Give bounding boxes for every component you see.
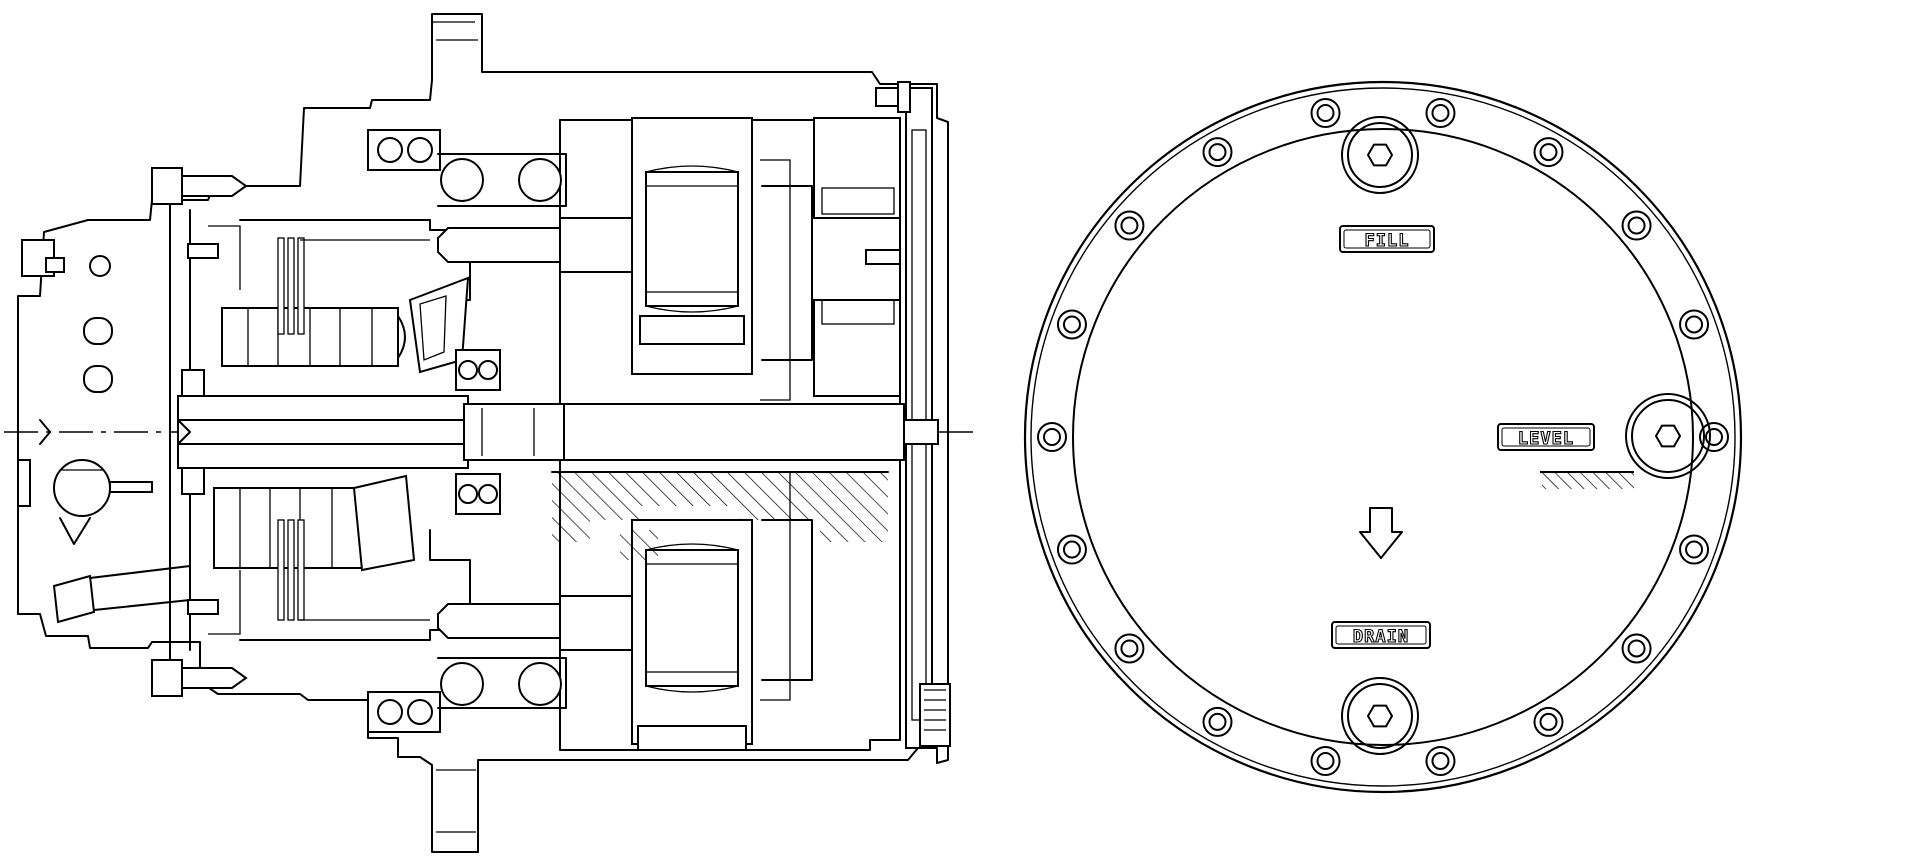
hex-socket-plug-icon [1367, 143, 1393, 167]
bolt-icon [1679, 309, 1710, 340]
bolt-icon [1425, 746, 1456, 777]
bolt-icon [1533, 137, 1564, 168]
second-stage-gears [761, 117, 901, 681]
fill-plug [1341, 116, 1419, 194]
bolt-circle [1037, 97, 1729, 777]
bolt-icon [1533, 706, 1564, 737]
bolt-icon [1056, 309, 1087, 340]
bolt-icon [1056, 534, 1087, 565]
bolt-icon [1699, 422, 1729, 452]
level-label-text: LEVEL [1518, 429, 1574, 449]
bolt-icon [1202, 137, 1233, 168]
main-bearing-bottom [367, 657, 567, 733]
cover-outer-rim-2 [1030, 87, 1736, 787]
bolt-icon [1425, 97, 1456, 128]
end-cover-view: FILL LEVEL DRAIN [1023, 80, 1743, 794]
cross-section-view [4, 13, 975, 853]
down-arrow-icon [1359, 507, 1403, 559]
housing-outline [17, 13, 949, 853]
bolt-icon [1202, 706, 1233, 737]
bolt-icon [1679, 534, 1710, 565]
bolt-icon [1310, 746, 1341, 777]
main-bearing-top [367, 129, 567, 207]
fill-label-text: FILL [1365, 231, 1410, 251]
fill-label: FILL [1339, 225, 1435, 253]
valve-block [17, 239, 191, 624]
drain-label: DRAIN [1331, 621, 1431, 649]
cover-inner-face [1072, 128, 1694, 746]
drain-label-text: DRAIN [1353, 627, 1409, 647]
hex-socket-plug-icon [1367, 704, 1393, 728]
cover-bolts [151, 167, 248, 697]
bolt-icon [1114, 633, 1145, 664]
planet-pins [437, 217, 633, 651]
planet-gear-upper [631, 117, 753, 375]
bolt-icon [1114, 210, 1145, 241]
bolt-icon [1621, 633, 1652, 664]
level-plug [1540, 393, 1711, 489]
cover-outer-rim [1023, 80, 1743, 794]
bolt-icon [1037, 422, 1067, 452]
shaft-bearings [181, 349, 501, 515]
bolt-icon [1621, 210, 1652, 241]
bolt-icon [1310, 97, 1341, 128]
drain-plug [1341, 677, 1419, 755]
level-label: LEVEL [1497, 423, 1595, 451]
hex-socket-plug-icon [1655, 424, 1681, 448]
planet-gear-lower [631, 519, 753, 751]
